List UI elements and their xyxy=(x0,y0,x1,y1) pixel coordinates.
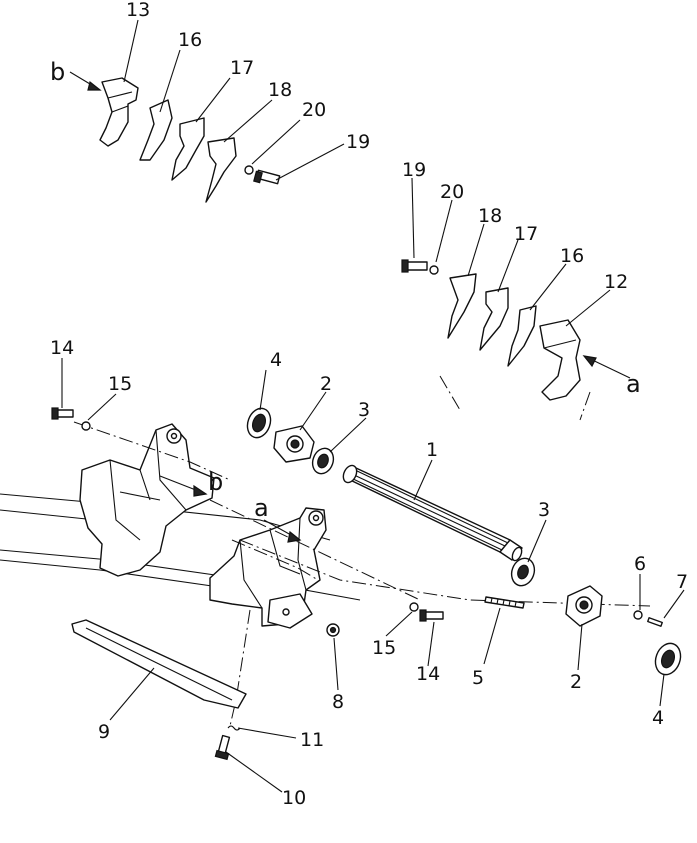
bolt-10 xyxy=(214,734,231,761)
callout-5: 5 xyxy=(472,667,484,689)
callout-4-right: 4 xyxy=(652,707,664,729)
threaded-rod-5 xyxy=(484,596,525,609)
callout-a-frame: a xyxy=(254,494,269,522)
callout-14-right: 14 xyxy=(416,663,440,685)
bolt-14-left xyxy=(51,407,74,420)
washer-20-mid xyxy=(429,265,439,275)
callout-6: 6 xyxy=(634,553,646,575)
callout-17-top: 17 xyxy=(230,57,254,79)
splined-shaft-1 xyxy=(342,464,523,562)
callout-15-right: 15 xyxy=(372,637,396,659)
callout-11: 11 xyxy=(300,729,324,751)
pin-7 xyxy=(647,617,663,627)
callout-8: 8 xyxy=(332,691,344,713)
callout-18-mid: 18 xyxy=(478,205,502,227)
bearing-parts xyxy=(51,407,682,676)
callout-16-mid: 16 xyxy=(560,245,584,267)
spring-washer-11 xyxy=(227,725,241,731)
callout-b-frame: b xyxy=(208,468,223,496)
liner-16-mid xyxy=(507,305,537,367)
washer-15-left xyxy=(81,421,91,431)
callout-15-left: 15 xyxy=(108,373,132,395)
callout-b-top: b xyxy=(50,58,65,86)
washer-15-right xyxy=(409,602,419,612)
callout-labels: 13 16 17 18 20 19 b 19 20 18 17 16 12 a … xyxy=(50,0,688,809)
callout-14-left: 14 xyxy=(50,337,74,359)
callout-13-top: 13 xyxy=(126,0,150,21)
bracket-13 xyxy=(99,77,139,147)
bracket-12 xyxy=(539,319,581,401)
callout-a-mid: a xyxy=(626,370,641,398)
callout-2-left: 2 xyxy=(320,373,332,395)
callout-3-left: 3 xyxy=(358,399,370,421)
callout-3-right: 3 xyxy=(538,499,550,521)
callout-1: 1 xyxy=(426,439,438,461)
callout-12-mid: 12 xyxy=(604,271,628,293)
callout-7: 7 xyxy=(676,571,688,593)
callout-20-top: 20 xyxy=(302,99,326,121)
lower-bracket-assembly xyxy=(401,259,631,401)
upper-bracket-assembly xyxy=(69,71,281,203)
liner-17 xyxy=(171,117,205,181)
callout-19-mid: 19 xyxy=(402,159,426,181)
shim-18 xyxy=(205,137,237,203)
machine-frame xyxy=(0,423,361,629)
bolt-19-top xyxy=(253,169,281,185)
callout-4-left: 4 xyxy=(270,349,282,371)
callout-16-top: 16 xyxy=(178,29,202,51)
bolt-14-right xyxy=(419,609,444,622)
liner-17-mid xyxy=(479,287,509,351)
callout-19-top: 19 xyxy=(346,131,370,153)
cover-plate-group xyxy=(71,619,247,761)
callout-20-mid: 20 xyxy=(440,181,464,203)
washer-20-top xyxy=(244,165,254,175)
liner-16 xyxy=(139,99,173,161)
nut-6 xyxy=(633,610,643,620)
callout-9: 9 xyxy=(98,721,110,743)
shim-18-mid xyxy=(447,273,477,339)
callout-2-right: 2 xyxy=(570,671,582,693)
callout-10: 10 xyxy=(282,787,306,809)
callout-17-mid: 17 xyxy=(514,223,538,245)
bolt-19-mid xyxy=(401,259,428,273)
callout-18-top: 18 xyxy=(268,79,292,101)
view-arrows xyxy=(159,475,302,543)
leader-lines xyxy=(61,19,685,793)
